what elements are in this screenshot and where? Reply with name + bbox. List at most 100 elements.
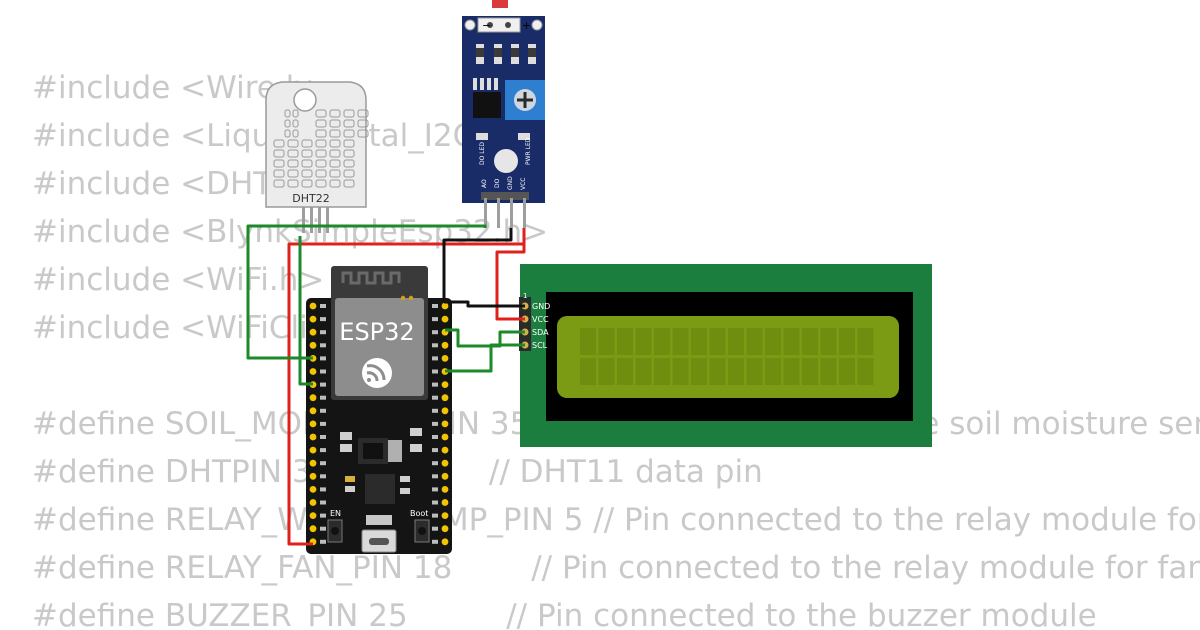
esp32-pin-silk — [320, 435, 326, 439]
lcd-cell — [617, 358, 633, 385]
dht22-slot — [315, 109, 327, 118]
esp32-pin — [309, 486, 317, 493]
lcd-cell — [617, 328, 633, 355]
lcd-cell — [820, 328, 837, 355]
dht22-slot — [357, 109, 369, 118]
dht22-slot — [284, 129, 291, 138]
dht22-slot — [315, 129, 327, 138]
dht22-slot — [315, 139, 327, 148]
esp32-pin — [441, 341, 449, 349]
wire-lcd-sda — [445, 328, 525, 348]
lcd-cell — [709, 358, 726, 385]
sensor-pwr-led-label: PWR LED — [525, 137, 532, 165]
lcd-pin1-label: 1 — [523, 292, 527, 300]
dht22-slot — [301, 179, 313, 188]
dht22-slot — [315, 149, 327, 158]
esp32-pin-silk — [320, 395, 326, 400]
dht22-slot — [301, 159, 313, 168]
esp32-pin-silk — [320, 369, 326, 374]
esp32-pin — [441, 420, 449, 428]
lcd-cell — [691, 328, 707, 355]
lcd-pin-label-sda: SDA — [532, 328, 549, 337]
dht22-slot — [329, 139, 341, 148]
esp32-pin — [441, 486, 449, 493]
sensor-resistors — [476, 44, 536, 64]
lcd-cell — [783, 328, 800, 355]
esp32-pin — [441, 499, 449, 506]
dht22-slot — [273, 169, 285, 178]
antenna-icon — [341, 271, 401, 285]
lcd-pin-label-vcc: VCC — [532, 315, 549, 324]
dht22-slot — [301, 139, 313, 148]
esp32-pin — [441, 525, 449, 533]
dht22-slot — [343, 149, 355, 158]
dht22-slot — [329, 149, 341, 158]
esp32-pin — [441, 302, 449, 310]
lcd-cell — [765, 328, 781, 355]
boot-label: Boot — [410, 509, 428, 518]
esp32-pin — [441, 433, 449, 441]
soil-moisture-sensor[interactable]: − + DO LED PWR LED AO DO GND VCC — [462, 0, 545, 228]
dht22-slot — [301, 149, 313, 158]
lcd-cell — [857, 328, 874, 355]
dht22-slot — [301, 169, 313, 178]
en-button[interactable]: EN — [327, 509, 343, 543]
esp32-pin-silk — [320, 461, 326, 466]
dht22-slot — [329, 109, 341, 118]
esp32-pin — [441, 446, 449, 454]
probe-connector — [492, 0, 508, 8]
wire-lcd-scl — [445, 343, 525, 373]
boot-button[interactable]: Boot — [410, 509, 430, 543]
esp32-pin-silk — [432, 395, 438, 400]
sensor-header-pins — [481, 192, 529, 228]
lcd-pin-header — [519, 297, 531, 351]
lcd-cell — [839, 328, 855, 355]
dht22-label: DHT22 — [292, 192, 329, 205]
en-label: EN — [330, 509, 341, 518]
espressif-logo-icon — [362, 358, 392, 388]
esp32-pin — [441, 315, 449, 323]
dht22-slot — [292, 109, 299, 118]
esp32-pin-silk — [432, 474, 438, 479]
esp32-pin-silk — [320, 526, 326, 531]
esp32-pin-silk — [432, 513, 438, 518]
esp32-pin-silk — [432, 356, 438, 361]
dht22-slot — [287, 169, 299, 178]
esp32-pin — [309, 433, 317, 441]
esp32-pin-silk — [432, 487, 438, 492]
esp32-label: ESP32 — [339, 318, 414, 346]
esp32-pin-silk — [432, 382, 438, 387]
lcd-display[interactable]: 1 GND VCC SDA SCL — [519, 264, 932, 447]
esp32-pin — [441, 394, 449, 402]
esp32-pin-silk — [320, 448, 326, 453]
lcd-cell — [857, 358, 874, 385]
wiring — [246, 224, 526, 546]
dht22-slot — [343, 179, 355, 188]
esp32-pin — [309, 459, 317, 467]
lcd-cell — [765, 358, 781, 385]
lcd-cell — [672, 328, 689, 355]
dht22-slot — [292, 129, 299, 138]
lcd-cell — [802, 358, 818, 385]
lcd-cell — [672, 358, 689, 385]
esp32-pin-silk — [432, 526, 438, 531]
esp32-pin — [309, 525, 317, 533]
esp32-pin — [309, 420, 317, 428]
esp32-pin — [309, 368, 317, 375]
esp32-pin-silk — [320, 487, 326, 492]
sensor-pin-label-vcc: VCC — [520, 178, 527, 190]
dht22-slot — [343, 139, 355, 148]
esp32-pin — [309, 407, 317, 415]
lcd-cell — [746, 358, 763, 385]
esp32-pin — [309, 499, 317, 506]
sensor-led — [494, 149, 518, 173]
dht22-sensor[interactable]: DHT22 — [265, 81, 369, 233]
esp32-board[interactable]: ESP32 EN — [306, 266, 452, 554]
sensor-minus-label: − — [482, 19, 491, 32]
dht22-slot — [329, 179, 341, 188]
esp32-pin-silk — [432, 369, 438, 374]
lcd-cell — [691, 358, 707, 385]
esp32-pin — [309, 512, 317, 519]
wire-lcd-gnd — [444, 300, 525, 308]
